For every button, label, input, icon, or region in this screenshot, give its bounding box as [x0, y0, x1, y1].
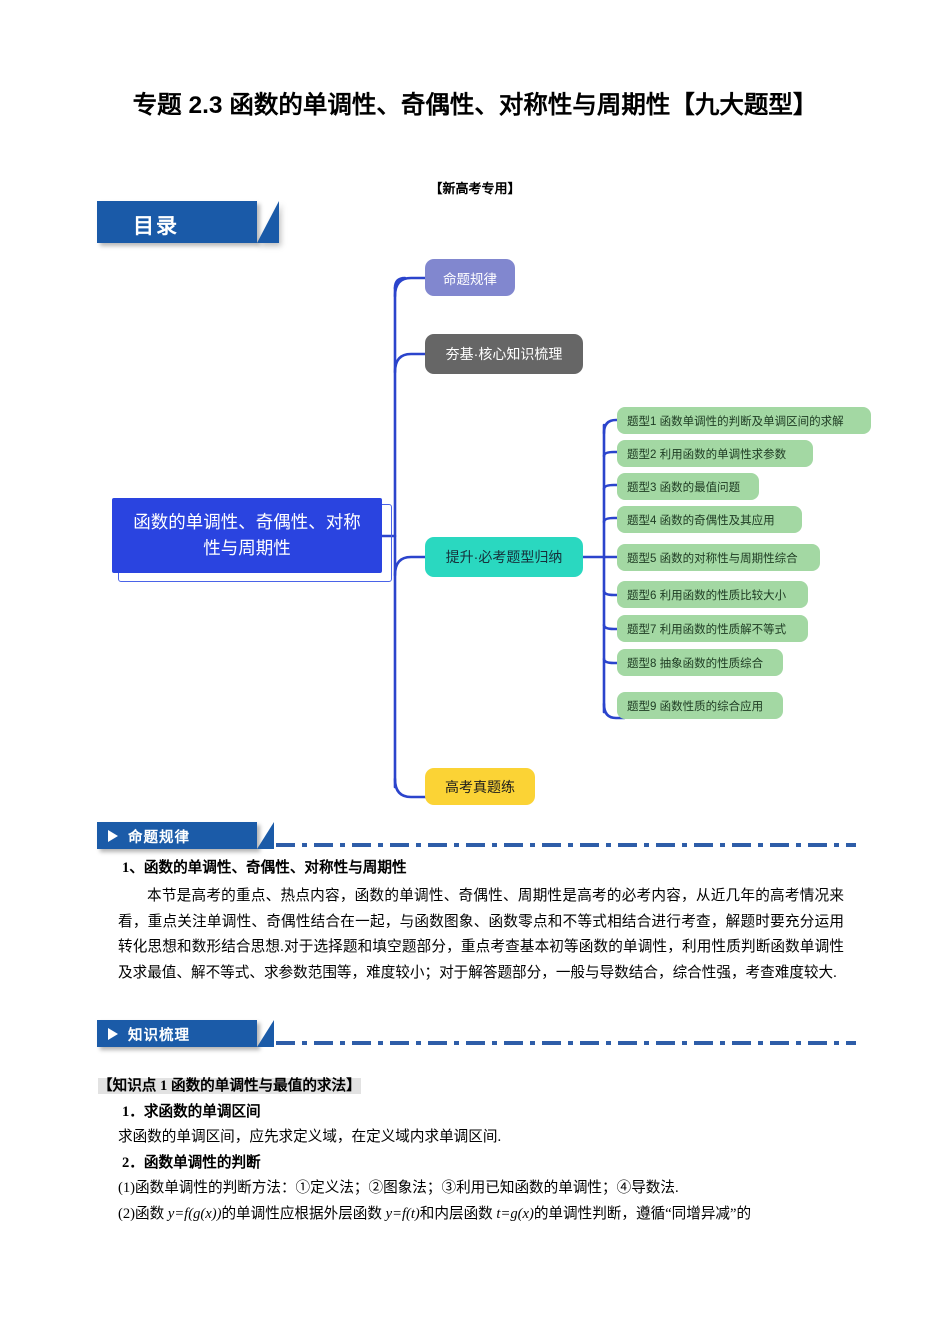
mindmap-center-node: 函数的单调性、奇偶性、对称性与周期性	[112, 498, 382, 573]
knowledge-item-1-text: 求函数的单调区间，应先求定义域，在定义域内求单调区间.	[118, 1129, 502, 1145]
section-banner-mingtiguilv: 命题规律	[97, 822, 274, 849]
knowledge-point-title: 【知识点 1 函数的单调性与最值的求法】	[98, 1074, 838, 1100]
formula-1: y=f(g(x))	[167, 1206, 222, 1222]
play-triangle-icon	[108, 830, 118, 842]
knowledge-point-title-text: 【知识点 1 函数的单调性与最值的求法】	[98, 1078, 361, 1094]
knowledge-item-3-text: (2)函数 y=f(g(x))的单调性应根据外层函数 y=f(t)和内层函数 t…	[118, 1202, 858, 1228]
last-line-prefix: (2)函数	[118, 1206, 168, 1222]
page-title: 专题 2.3 函数的单调性、奇偶性、对称性与周期性【九大题型】	[132, 92, 818, 119]
mindmap-topic-8: 题型8 抽象函数的性质综合	[617, 649, 783, 676]
mindmap-topic-6: 题型6 利用函数的性质比较大小	[617, 581, 808, 608]
mindmap-topic-3: 题型3 函数的最值问题	[617, 473, 759, 500]
mindmap-branch-gaokaozhenti: 高考真题练	[425, 768, 535, 805]
section-divider-line-1	[276, 843, 856, 847]
mindmap-branch-tishengi: 提升·必考题型归纳	[425, 537, 583, 577]
mindmap-topic-9: 题型9 函数性质的综合应用	[617, 692, 783, 719]
formula-2: y=f(t)	[385, 1206, 420, 1222]
mindmap-topic-7: 题型7 利用函数的性质解不等式	[617, 615, 808, 642]
knowledge-item-2-heading: 2．函数单调性的判断	[122, 1155, 261, 1171]
mindmap-topic-5: 题型5 函数的对称性与周期性综合	[617, 544, 820, 571]
toc-banner: 目录	[97, 201, 257, 243]
play-triangle-icon-2	[108, 1028, 118, 1040]
formula-3: t=g(x)	[496, 1206, 534, 1222]
section-banner-label-1: 命题规律	[128, 830, 190, 846]
page-subtitle: 【新高考专用】	[429, 181, 521, 196]
last-line-suffix: 的单调性判断，遵循“同增异减”的	[533, 1206, 752, 1222]
section-heading-1: 1、函数的单调性、奇偶性、对称性与周期性	[122, 860, 407, 876]
knowledge-item-2-text: (1)函数单调性的判断方法：①定义法；②图象法；③利用已知函数的单调性；④导数法…	[118, 1180, 679, 1196]
section-banner-label-2: 知识梳理	[128, 1028, 190, 1044]
section-divider-line-2	[276, 1041, 856, 1045]
mindmap: 函数的单调性、奇偶性、对称性与周期性 命题规律 夯基·核心知识梳理 提升·必考题…	[0, 250, 950, 830]
section-body-1: 本节是高考的重点、热点内容，函数的单调性、奇偶性、周期性是高考的必考内容，从近几…	[118, 888, 844, 981]
mindmap-topic-1: 题型1 函数单调性的判断及单调区间的求解	[617, 407, 871, 434]
knowledge-item-1-heading: 1．求函数的单调区间	[122, 1104, 261, 1120]
toc-label: 目录	[133, 215, 179, 238]
mindmap-topic-2: 题型2 利用函数的单调性求参数	[617, 440, 813, 467]
mindmap-branch-hangji: 夯基·核心知识梳理	[425, 334, 583, 374]
mindmap-topic-4: 题型4 函数的奇偶性及其应用	[617, 506, 802, 533]
last-line-mid-2: 和内层函数	[419, 1206, 497, 1222]
mindmap-branch-mingtiguilv: 命题规律	[425, 259, 515, 296]
last-line-mid-1: 的单调性应根据外层函数	[221, 1206, 386, 1222]
section-banner-zhishishuli: 知识梳理	[97, 1020, 274, 1047]
